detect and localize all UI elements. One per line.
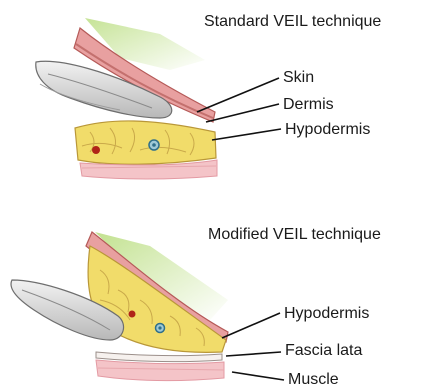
label-skin: Skin [283,70,314,86]
vessel-red-2 [129,311,136,318]
vessel-red-1 [92,146,100,154]
label-dermis: Dermis [283,97,334,113]
modified-panel-art [11,232,228,381]
label-hypodermis-standard: Hypodermis [285,122,370,138]
standard-panel-art [36,18,217,179]
leader-lines-2 [222,313,284,380]
muscle-layer-2 [96,360,224,381]
label-hypodermis-modified: Hypodermis [284,306,369,322]
standard-technique-title: Standard VEIL technique [204,14,381,30]
hypodermis-layer-1 [75,121,216,164]
label-muscle: Muscle [288,372,339,388]
label-fascia-lata: Fascia lata [285,343,362,359]
fascia-lata [96,352,222,362]
modified-technique-title: Modified VEIL technique [208,227,381,243]
